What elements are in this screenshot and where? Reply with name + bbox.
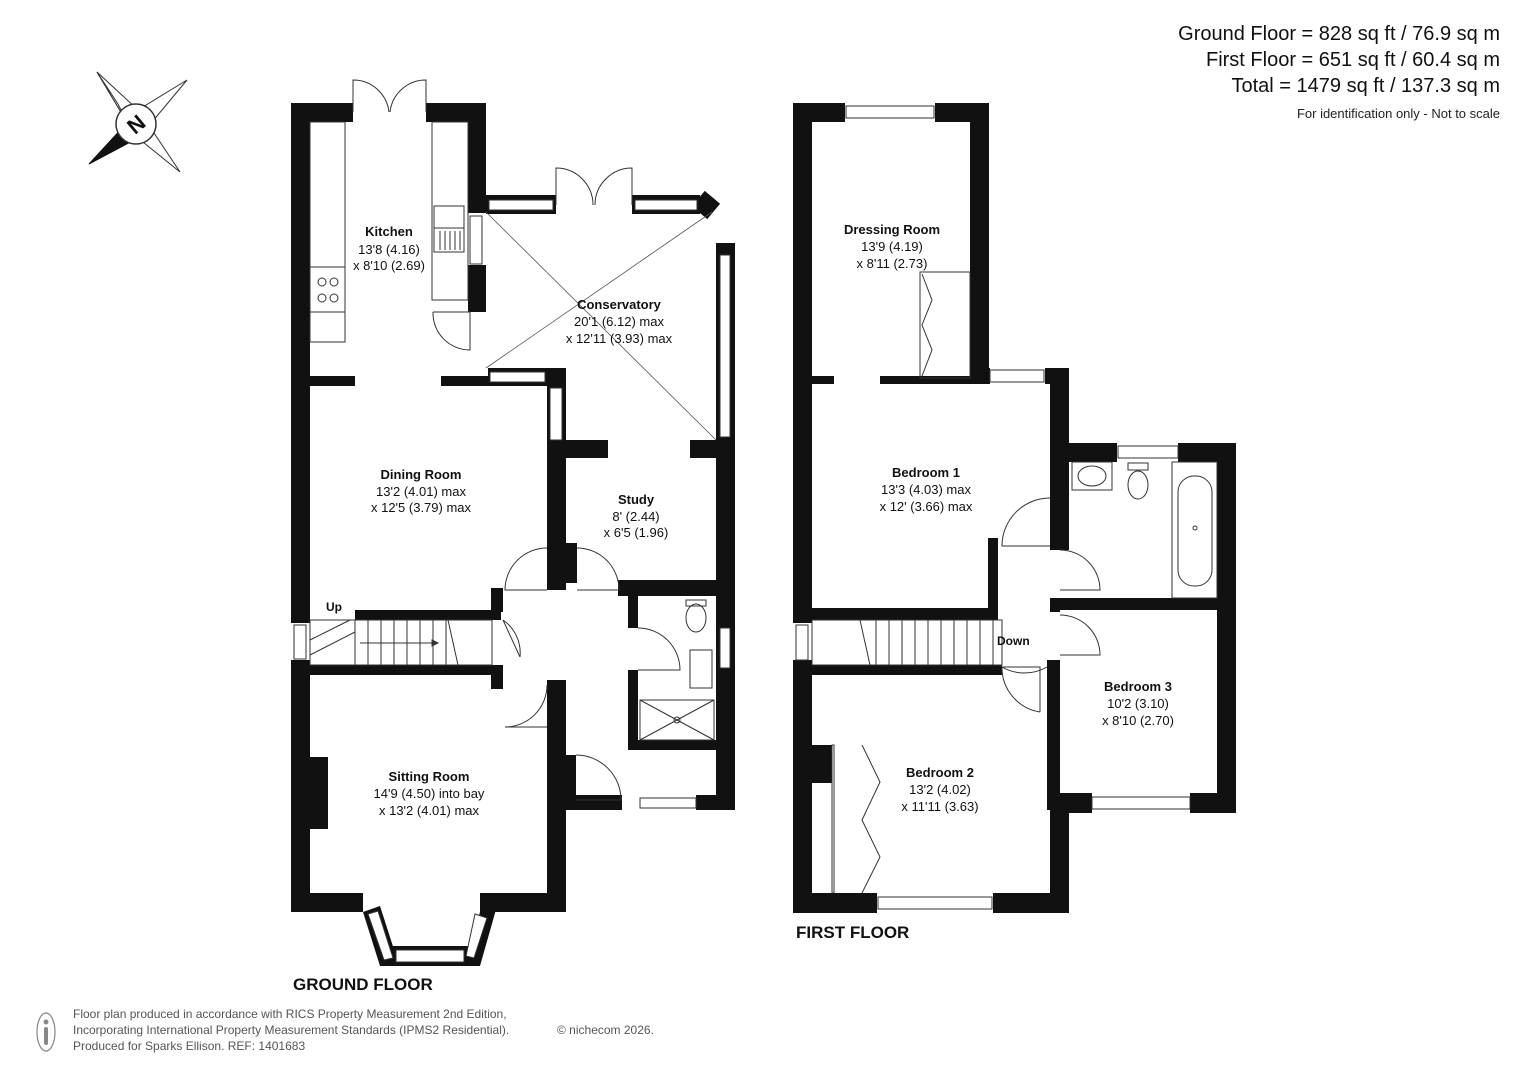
bedroom1-dim2: x 12' (3.66) max [880,499,973,514]
area-summary: Ground Floor = 828 sq ft / 76.9 sq m Fir… [1178,21,1500,99]
bedroom2-name: Bedroom 2 [906,765,974,780]
study-dim1: 8' (2.44) [612,509,659,524]
study-name: Study [618,492,655,507]
conservatory-dim1: 20'1 (6.12) max [574,314,664,329]
bedroom3-dim1: 10'2 (3.10) [1107,696,1169,711]
first-floor-title: FIRST FLOOR [796,923,909,942]
ground-floor-windows [293,199,731,963]
ground-stairs [309,619,493,666]
dressing-name: Dressing Room [844,222,940,237]
first-bathroom-fittings [1071,461,1218,599]
kitchen-dim1: 13'8 (4.16) [358,242,420,257]
dressing-dim1: 13'9 (4.19) [861,239,923,254]
ground-floor-walls [291,103,735,966]
dining-dim2: x 12'5 (3.79) max [371,500,472,515]
first-floor-area: First Floor = 651 sq ft / 60.4 sq m [1205,49,1500,71]
sitting-name: Sitting Room [389,769,470,784]
first-stairs-label: Down [997,634,1030,648]
person-icon [36,1012,56,1052]
dining-dim1: 13'2 (4.01) max [376,484,466,499]
sitting-dim2: x 13'2 (4.01) max [379,803,480,818]
dressing-dim2: x 8'11 (2.73) [857,256,928,271]
first-floor-doors [831,271,1101,894]
footer-line-3: Produced for Sparks Ellison. REF: 140168… [73,1039,306,1053]
sitting-dim1: 14'9 (4.50) into bay [374,786,485,801]
first-room-labels: Dressing Room 13'9 (4.19) x 8'11 (2.73) … [796,222,1174,942]
kitchen-name: Kitchen [365,224,413,239]
first-floor-windows [795,105,1191,910]
conservatory-dim2: x 12'11 (3.93) max [566,331,673,346]
ground-room-labels: Kitchen 13'8 (4.16) x 8'10 (2.69) Conser… [293,224,673,994]
total-area: Total = 1479 sq ft / 137.3 sq m [1231,75,1501,97]
kitchen-dim2: x 8'10 (2.69) [353,258,425,273]
conservatory-roof-lines [485,211,717,441]
footer-line-2: Incorporating International Property Mea… [73,1023,510,1037]
ground-floor-area: Ground Floor = 828 sq ft / 76.9 sq m [1178,23,1500,45]
ground-floor-title: GROUND FLOOR [293,975,433,994]
footer: Floor plan produced in accordance with R… [73,1006,654,1054]
ground-wc-fittings [639,599,715,741]
study-dim2: x 6'5 (1.96) [604,525,669,540]
bedroom2-dim2: x 11'11 (3.63) [901,799,978,814]
identification-note: For identification only - Not to scale [1296,106,1500,121]
kitchen-fittings [309,121,469,343]
footer-line-1: Floor plan produced in accordance with R… [73,1007,507,1021]
bedroom1-dim1: 13'3 (4.03) max [881,482,971,497]
bedroom2-dim1: 13'2 (4.02) [909,782,971,797]
bedroom1-name: Bedroom 1 [892,465,960,480]
ground-floor-doors [352,79,681,801]
bedroom3-dim2: x 8'10 (2.70) [1102,713,1174,728]
conservatory-name: Conservatory [577,297,662,312]
first-stairs [811,619,1003,666]
dining-name: Dining Room [381,467,462,482]
ground-stairs-label: Up [326,600,342,614]
first-floor-walls [793,103,1236,913]
copyright: © nichecom 2026. [557,1023,654,1037]
compass-icon: N [88,71,188,173]
bedroom3-name: Bedroom 3 [1104,679,1172,694]
